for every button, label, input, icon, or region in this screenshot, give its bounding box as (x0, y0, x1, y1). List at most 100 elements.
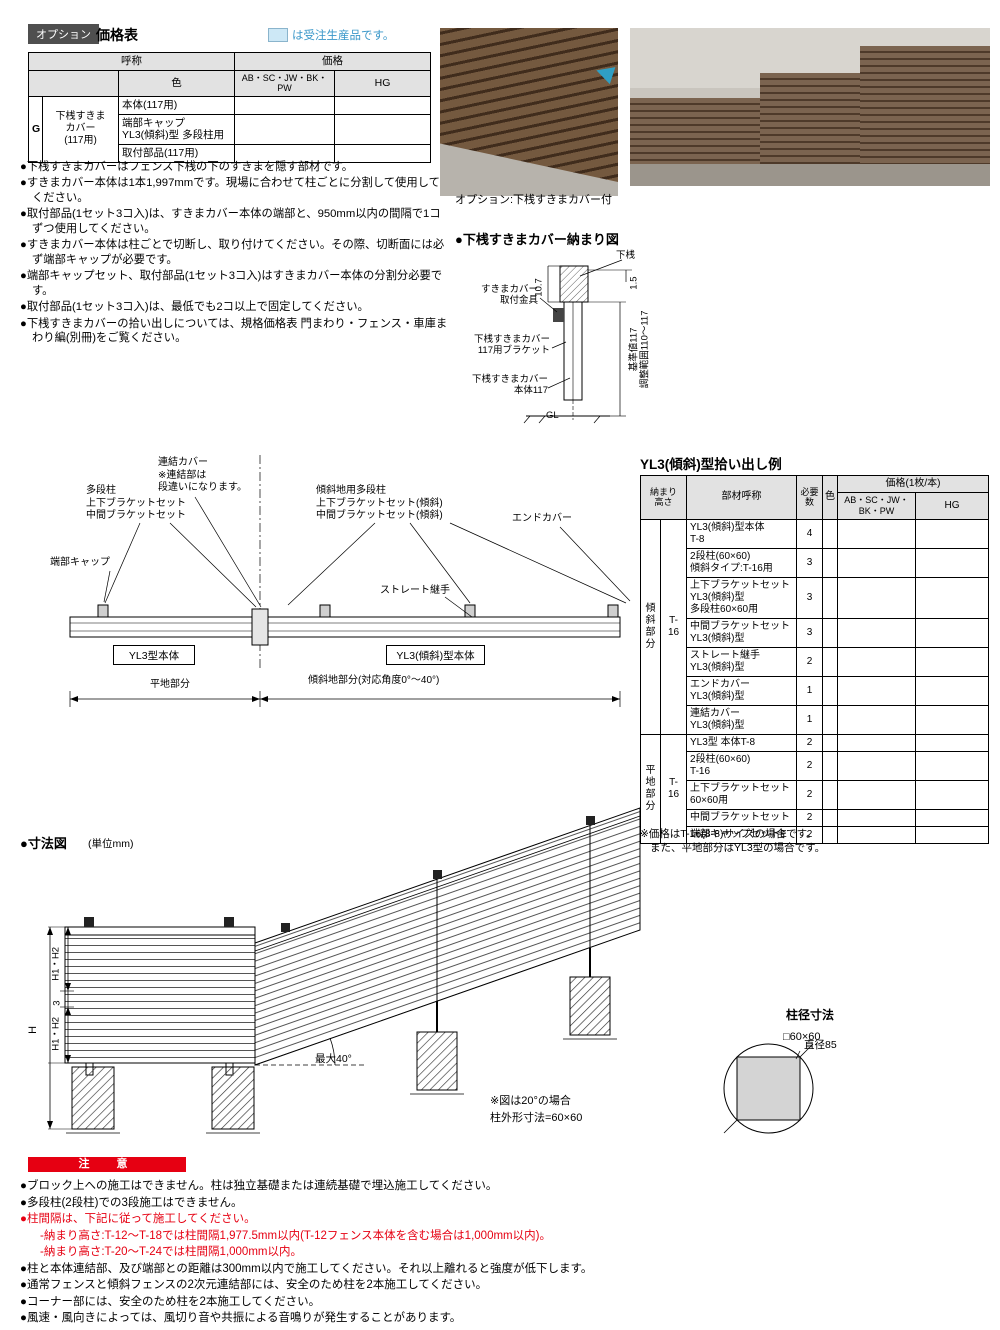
photo-fence-overview (630, 28, 990, 186)
color-cell (822, 750, 839, 781)
header-color: 色 (822, 475, 839, 520)
label-ground-level: GL (546, 410, 559, 421)
pickup-note-1: ※価格はT-16(8-8)サイズの場合です。 (640, 828, 817, 840)
bottom-rail-section (559, 265, 589, 303)
foundation-block (71, 1066, 115, 1130)
price-hg-cell (915, 617, 990, 648)
color-cell (822, 779, 839, 810)
post-cap (319, 604, 331, 618)
part-name-cell: 2段柱(60×60) T-16 (686, 750, 798, 781)
header-height: 納まり 高さ (639, 475, 688, 520)
label-end-cap: 端部キャップ (50, 557, 110, 568)
pickup-table: 納まり 高さ 部材呼称 必要数 色 価格(1枚/本) AB・SC・JW・ BK・… (639, 475, 990, 844)
color-cell (822, 547, 839, 578)
label-yl3-body: YL3型本体 (113, 645, 195, 665)
part-name-cell: エンドカバー YL3(傾斜)型 (686, 675, 798, 706)
part-name-cell: 中間ブラケットセット (686, 808, 798, 827)
qty-cell: 2 (796, 808, 824, 827)
post-cap (281, 923, 290, 932)
qty-cell: 2 (796, 825, 824, 844)
price-cell (334, 96, 432, 115)
post-cap (84, 917, 94, 927)
price-ab-cell (837, 733, 917, 752)
detail-diagram: 下桟 10.7 1.5 すきまカバー 取付金具 下桟すきまカバー 117用ブラケ… (460, 248, 695, 443)
post-cap (464, 604, 476, 618)
note-item: ●すきまカバー本体は柱ごとで切断し、取り付けてください。その際、切断面には必ず端… (20, 239, 445, 266)
qty-cell: 4 (796, 518, 824, 549)
label-joint-cover: 連結カバー ※連結部は 段違いになります。 (158, 457, 247, 493)
color-cell (822, 518, 839, 549)
price-hg-cell (915, 704, 990, 735)
price-hg-cell (915, 779, 990, 810)
made-to-order-swatch (268, 27, 288, 42)
part-name-cell: 端部キャップセットE (686, 825, 798, 844)
price-ab-cell (837, 750, 917, 781)
price-hg-cell (915, 646, 990, 677)
option-badge: オプション (28, 24, 99, 44)
price-cell (234, 96, 336, 115)
qty-cell: 3 (796, 617, 824, 648)
header-price: 価格(1枚/本) (837, 475, 990, 493)
sloped-fence-panel (254, 807, 641, 1066)
price-ab-cell (837, 704, 917, 735)
post-cap (224, 917, 234, 927)
part-name-cell: 2段柱(60×60) 傾斜タイプ:T-16用 (686, 547, 798, 578)
price-cell (334, 143, 432, 163)
color-cell (822, 825, 839, 844)
col-header-ab: AB・SC・JW・BK・PW (234, 69, 336, 98)
label-base-value: 基準値117 調整範囲110〜117 (628, 310, 651, 389)
price-ab-cell (837, 518, 917, 549)
price-cell (234, 143, 336, 163)
qty-cell: 2 (796, 733, 824, 752)
price-ab-cell (837, 547, 917, 578)
color-cell (822, 646, 839, 677)
caution-item: -納まり高さ:T-12〜T-18では柱間隔1,977.5mm以内(T-12フェン… (40, 1229, 551, 1242)
assembly-diagram-svg (69, 455, 631, 707)
dimension-diagram-title: ●寸法図 (20, 836, 67, 851)
fence-rail (69, 616, 621, 638)
qty-cell: 1 (796, 675, 824, 706)
label-end-cover: エンドカバー (512, 513, 572, 524)
foundation-block (569, 976, 611, 1036)
price-ab-cell (837, 779, 917, 810)
caution-item: ●多段柱(2段柱)での3段施工はできません。 (20, 1196, 243, 1209)
dimension-diagram: H H1・H2 3 H1・H2 最大40° ※図は20°の場合 柱外形寸法=60… (20, 795, 700, 1155)
junction-cover (251, 608, 269, 646)
post-diagram-title: 柱径寸法 (786, 1008, 835, 1022)
label-h1h2-bottom: H1・H2 (50, 1016, 62, 1051)
legend: は受注生産品です。 (268, 26, 394, 44)
post-diameter-diagram: 柱径寸法 □60×60 直径85 (720, 1005, 960, 1150)
pickup-note-2: また、平地部分はYL3型の場合です。 (650, 842, 826, 854)
part-name-cell: 上下ブラケットセット 60×60用 (686, 779, 798, 810)
note-item: ●下桟すきまカバーの拾い出しについては、規格価格表 門まわり・フェンス・車庫まわ… (20, 317, 448, 344)
section-part-cell: 平地 部分 (640, 733, 661, 844)
part-name-cell: YL3型 本体T-8 (686, 733, 798, 752)
price-cell (334, 113, 432, 145)
post-size-label: □60×60 (783, 1031, 821, 1043)
post-cap (607, 604, 619, 618)
label-multi-post-slope: 傾斜地用多段柱 上下ブラケットセット(傾斜) 中間ブラケットセット(傾斜) (316, 485, 443, 521)
label-h: H (27, 1025, 40, 1034)
qty-cell: 3 (796, 576, 824, 619)
label-diagram-note-1: ※図は20°の場合 (490, 1095, 571, 1107)
fence-section-left (630, 98, 760, 164)
price-ab-cell (837, 808, 917, 827)
caution-item: ●ブロック上への施工はできません。柱は独立基礎または連続基礎で埋込施工してくださ… (20, 1180, 498, 1192)
item-name: 本体(117用) (117, 96, 236, 115)
fence-section-right (860, 46, 990, 164)
notes-list: ●下桟すきまカバーはフェンス下桟の下のすきまを隠す部材です。●すきまカバー本体は… (20, 160, 448, 347)
label-cover-body-117: 下桟すきまカバー 本体117 (471, 374, 548, 397)
photo-caption: オプション:下桟すきまカバー付 (455, 194, 613, 206)
color-cell (822, 675, 839, 706)
qty-cell: 2 (796, 750, 824, 781)
caution-item: ●柱間隔は、下記に従って施工してください。 (20, 1213, 256, 1225)
qty-cell: 2 (796, 646, 824, 677)
part-name-cell: 中間ブラケットセット YL3(傾斜)型 (686, 617, 798, 648)
part-name-cell: 上下ブラケットセット YL3(傾斜)型 多段柱60×60用 (686, 576, 798, 619)
label-bracket-117: 下桟すきまカバー 117用ブラケット (473, 334, 550, 357)
foundation-block (416, 1031, 458, 1091)
section-height-cell: T-16 (659, 733, 688, 844)
header-hg: HG (915, 492, 990, 520)
note-item: ●取付部品(1セット3コ入)は、すきまカバー本体の端部と、950mm以内の間隔で… (20, 208, 441, 235)
label-dim-1-5: 1.5 (628, 276, 640, 290)
